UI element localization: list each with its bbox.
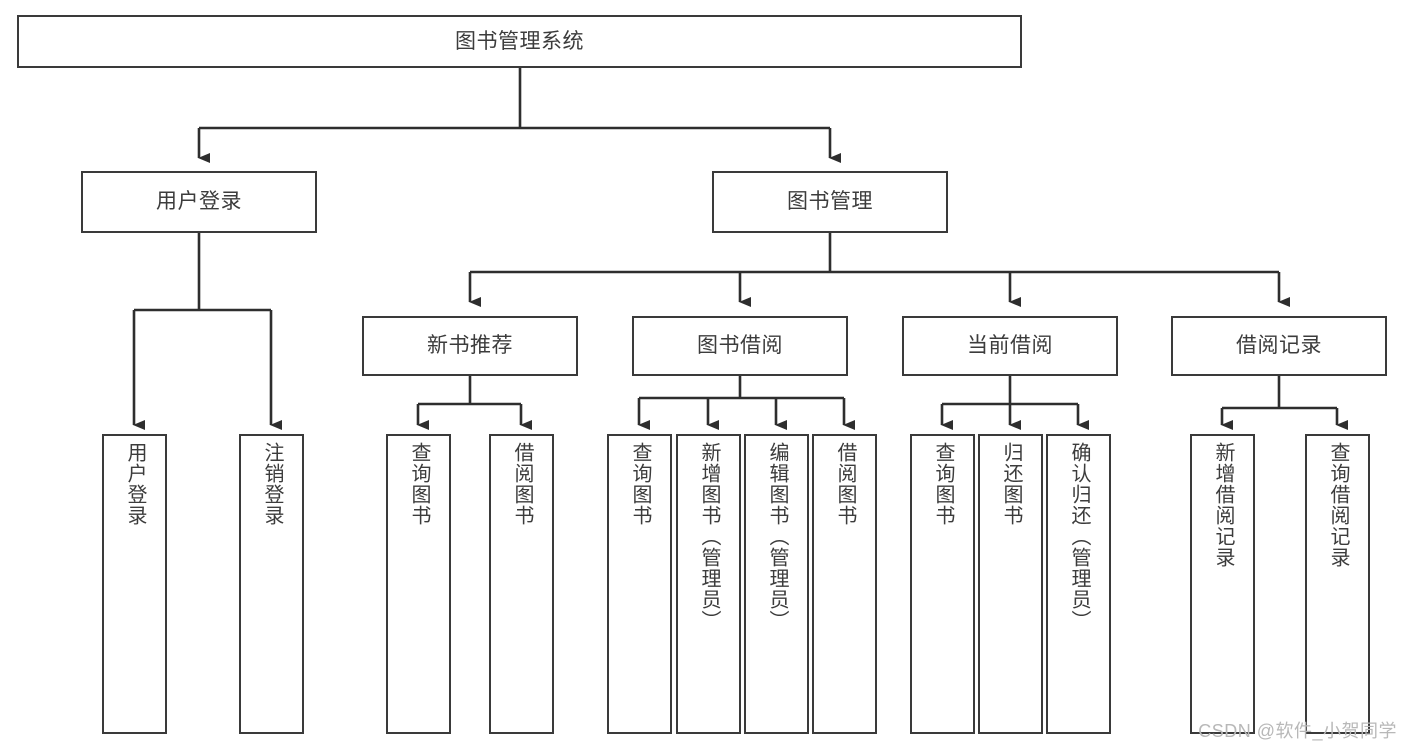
node-new-book-rec[interactable]: 新书推荐 [362,316,578,376]
node-leaf-borrow-book-2[interactable]: 借阅图书 [812,434,877,734]
node-book-borrow-label: 图书借阅 [697,334,783,358]
node-borrow-record[interactable]: 借阅记录 [1171,316,1387,376]
node-book-manage[interactable]: 图书管理 [712,171,948,233]
node-leaf-query-book-2[interactable]: 查询图书 [607,434,672,734]
node-leaf-edit-book-label: 编辑图书（管理员） [766,442,788,631]
node-leaf-logout-label: 注销登录 [261,442,283,526]
node-user-login-label: 用户登录 [156,190,242,214]
node-leaf-return-book[interactable]: 归还图书 [978,434,1043,734]
node-leaf-query-book-3-label: 查询图书 [932,442,954,526]
node-leaf-user-login[interactable]: 用户登录 [102,434,167,734]
node-current-borrow-label: 当前借阅 [967,334,1053,358]
node-root[interactable]: 图书管理系统 [17,15,1022,68]
watermark-text: CSDN @软件_小贺同学 [1198,721,1397,741]
node-leaf-confirm-return-label: 确认归还（管理员） [1068,442,1090,631]
node-leaf-query-book-1-label: 查询图书 [408,442,430,526]
node-leaf-query-record-label: 查询借阅记录 [1327,442,1349,568]
node-leaf-borrow-book-2-label: 借阅图书 [834,442,856,526]
node-book-manage-label: 图书管理 [787,190,873,214]
node-current-borrow[interactable]: 当前借阅 [902,316,1118,376]
node-borrow-record-label: 借阅记录 [1236,334,1322,358]
node-root-label: 图书管理系统 [455,29,584,53]
node-leaf-borrow-book-1[interactable]: 借阅图书 [489,434,554,734]
node-leaf-query-book-1[interactable]: 查询图书 [386,434,451,734]
node-leaf-user-login-label: 用户登录 [124,442,146,526]
node-leaf-query-book-2-label: 查询图书 [629,442,651,526]
node-leaf-borrow-book-1-label: 借阅图书 [511,442,533,526]
node-leaf-add-book-label: 新增图书（管理员） [698,442,720,631]
node-leaf-edit-book[interactable]: 编辑图书（管理员） [744,434,809,734]
node-leaf-add-record[interactable]: 新增借阅记录 [1190,434,1255,734]
node-book-borrow[interactable]: 图书借阅 [632,316,848,376]
node-user-login[interactable]: 用户登录 [81,171,317,233]
node-leaf-logout[interactable]: 注销登录 [239,434,304,734]
node-leaf-query-book-3[interactable]: 查询图书 [910,434,975,734]
node-new-book-rec-label: 新书推荐 [427,334,513,358]
node-leaf-confirm-return[interactable]: 确认归还（管理员） [1046,434,1111,734]
node-leaf-add-book[interactable]: 新增图书（管理员） [676,434,741,734]
node-leaf-query-record[interactable]: 查询借阅记录 [1305,434,1370,734]
node-leaf-add-record-label: 新增借阅记录 [1212,442,1234,568]
node-leaf-return-book-label: 归还图书 [1000,442,1022,526]
